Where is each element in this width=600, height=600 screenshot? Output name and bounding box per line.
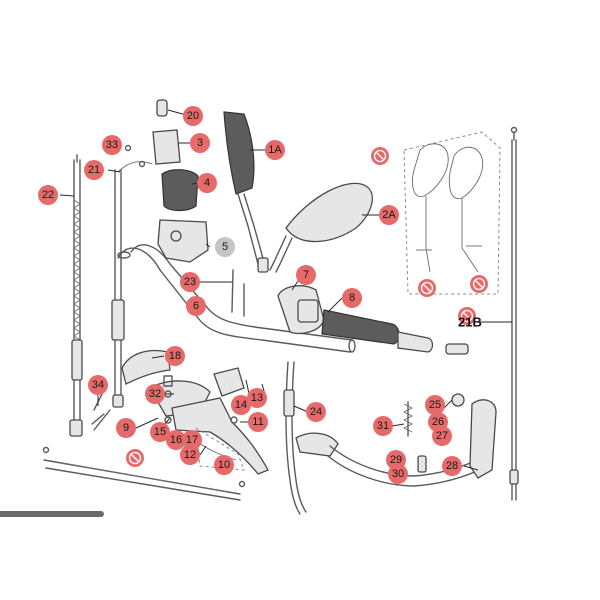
svg-text:21: 21 xyxy=(88,164,100,176)
svg-text:15: 15 xyxy=(154,426,166,438)
svg-text:3: 3 xyxy=(197,137,203,149)
svg-text:24: 24 xyxy=(310,406,322,418)
callout-21B: 21B xyxy=(458,315,482,330)
callout-33: 33 xyxy=(102,135,122,155)
svg-text:29: 29 xyxy=(390,454,402,466)
mirror-1A xyxy=(223,111,269,273)
callout-16: 16 xyxy=(166,430,186,450)
callout-15: 15 xyxy=(150,422,170,442)
svg-text:34: 34 xyxy=(92,379,104,391)
callout-25: 25 xyxy=(425,395,445,415)
svg-text:30: 30 xyxy=(392,468,404,480)
svg-text:25: 25 xyxy=(429,399,441,411)
svg-text:26: 26 xyxy=(432,416,444,428)
callout-4: 4 xyxy=(197,173,217,193)
callout-17: 17 xyxy=(182,430,202,450)
svg-text:27: 27 xyxy=(436,430,448,442)
svg-text:1A: 1A xyxy=(268,144,282,156)
throttle-assembly xyxy=(117,99,209,263)
svg-text:6: 6 xyxy=(193,300,199,312)
callout-24: 24 xyxy=(306,402,326,422)
svg-text:8: 8 xyxy=(349,292,355,304)
svg-text:11: 11 xyxy=(252,416,263,428)
handlebar-tube xyxy=(117,244,356,353)
mirror-inset xyxy=(403,131,501,295)
callout-10: 10 xyxy=(214,455,234,475)
callout-9: 9 xyxy=(116,418,136,438)
callout-23: 23 xyxy=(180,272,200,292)
callout-20: 20 xyxy=(183,106,203,126)
callout-3: 3 xyxy=(190,133,210,153)
callout-5: 5 xyxy=(215,237,235,257)
no-entry-sign-icon xyxy=(418,279,436,297)
svg-text:7: 7 xyxy=(303,269,309,281)
svg-text:9: 9 xyxy=(123,422,129,434)
svg-text:10: 10 xyxy=(218,459,230,471)
callout-27: 27 xyxy=(432,426,452,446)
svg-text:2A: 2A xyxy=(382,209,396,221)
svg-text:14: 14 xyxy=(235,399,247,411)
svg-text:22: 22 xyxy=(42,189,54,201)
callout-31: 31 xyxy=(373,416,393,436)
svg-text:20: 20 xyxy=(187,110,199,122)
svg-text:23: 23 xyxy=(184,276,196,288)
svg-text:33: 33 xyxy=(106,139,118,151)
svg-text:31: 31 xyxy=(377,420,389,432)
svg-text:28: 28 xyxy=(446,460,458,472)
svg-text:5: 5 xyxy=(222,241,228,253)
callout-21: 21 xyxy=(84,160,104,180)
callout-8: 8 xyxy=(342,288,362,308)
svg-text:16: 16 xyxy=(170,434,182,446)
callout-34: 34 xyxy=(88,375,108,395)
cable-21B xyxy=(509,126,519,501)
callout-12: 12 xyxy=(180,445,200,465)
callout-32: 32 xyxy=(145,384,165,404)
callout-7: 7 xyxy=(296,265,316,285)
clutch-cable xyxy=(111,169,125,408)
clutch-lever-assembly xyxy=(91,349,269,475)
svg-text:21B: 21B xyxy=(458,315,482,330)
svg-text:13: 13 xyxy=(251,392,263,404)
callout-6: 6 xyxy=(186,296,206,316)
mirror-2A xyxy=(269,182,373,273)
no-entry-sign-icon xyxy=(458,307,476,325)
callout-18: 18 xyxy=(165,346,185,366)
no-entry-sign-icon xyxy=(470,275,488,293)
callout-11: 11 xyxy=(248,412,268,432)
no-entry-sign-icon xyxy=(371,147,389,165)
callout-22: 22 xyxy=(38,185,58,205)
callout-2A: 2A xyxy=(379,205,399,225)
svg-text:4: 4 xyxy=(204,177,210,189)
scroll-indicator-bar xyxy=(0,511,104,517)
callout-30: 30 xyxy=(388,464,408,484)
svg-text:17: 17 xyxy=(186,434,198,446)
callout-1A: 1A xyxy=(265,140,285,160)
callout-28: 28 xyxy=(442,456,462,476)
callout-13: 13 xyxy=(247,388,267,408)
lower-cable xyxy=(42,446,246,501)
cable-bars-23 xyxy=(231,269,245,317)
callout-14: 14 xyxy=(231,395,251,415)
throttle-cable-22 xyxy=(69,154,83,437)
svg-text:12: 12 xyxy=(184,449,196,461)
cable-24 xyxy=(283,361,307,515)
right-switch-grip xyxy=(277,285,469,355)
svg-text:32: 32 xyxy=(149,388,161,400)
brake-pedal xyxy=(295,393,497,487)
svg-text:18: 18 xyxy=(169,350,181,362)
no-entry-sign-icon xyxy=(126,449,144,467)
